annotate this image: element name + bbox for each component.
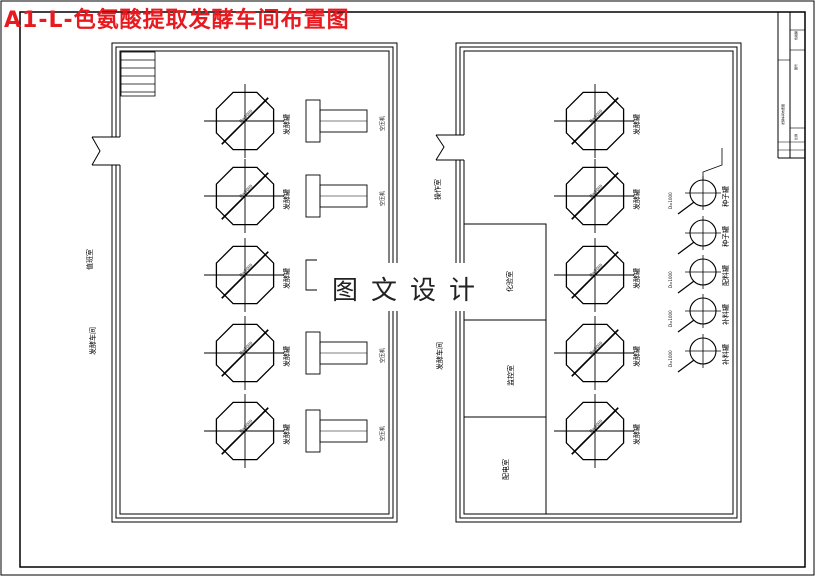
small-3-tank-leader: [677, 280, 695, 294]
left-2-compressor: 空压机: [305, 174, 386, 218]
small-2-tank-label: 种子罐: [721, 226, 730, 247]
side-room-lab: 化验室: [505, 271, 514, 292]
title-block-text-1: 色氨酸: [793, 31, 798, 40]
right-5-tank-diameter: [571, 407, 619, 455]
small-2-tank: 种子罐: [677, 216, 730, 255]
left-1-compressor-label: 空压机: [379, 116, 386, 131]
left-5-tank-diameter: [221, 407, 269, 455]
left-room-workshop: 发酵车间: [88, 327, 97, 355]
right-2-tank-octagon: [565, 166, 625, 226]
left-5-tank-label: 发酵罐: [282, 424, 291, 445]
left-4-tank-diameter: [221, 329, 269, 377]
left-1-tank-diameter: [221, 97, 269, 145]
left-4-tank-octagon: [215, 323, 275, 383]
right-1-tank-label: 发酵罐: [632, 114, 641, 135]
left-2-tank-diameter: [221, 172, 269, 220]
title-block-text-2: 发酵车间布置图: [780, 104, 785, 125]
left-4-compressor: 空压机: [305, 331, 386, 375]
small-5-tank-label: 补料罐: [721, 344, 730, 365]
right-4-tank-octagon: [565, 323, 625, 383]
right-4-tank-diameter: [571, 329, 619, 377]
small-4-tank: 补料罐 D=1000: [668, 294, 730, 333]
side-room-monitor: 监控室: [506, 365, 515, 386]
right-room-operation: 操作室: [433, 179, 442, 200]
watermark-text: 图文设计: [332, 276, 489, 306]
left-4-tank-label: 发酵罐: [282, 346, 291, 367]
left-2-compressor-label: 空压机: [379, 191, 386, 206]
small-5-tank: 补料罐 D=1000: [668, 334, 730, 373]
small-4-tank-dim: D=1000: [668, 310, 673, 327]
small-4-tank-leader: [677, 319, 695, 333]
right-hall-walls: [435, 42, 742, 523]
right-1-tank-diameter: [571, 97, 619, 145]
small-4-tank-label: 补料罐: [721, 304, 730, 325]
right-5-tank-label: 发酵罐: [632, 424, 641, 445]
right-3-tank-label: 发酵罐: [632, 268, 641, 289]
left-3-tank-octagon: [215, 245, 275, 305]
small-1-tank-leader: [677, 201, 695, 215]
left-4-compressor-label: 空压机: [379, 348, 386, 363]
right-2-tank-label: 发酵罐: [632, 189, 641, 210]
left-3-tank-label: 发酵罐: [282, 268, 291, 289]
left-1-compressor-body: [305, 99, 321, 143]
left-1-tank-octagon: [215, 91, 275, 151]
watermark-background: [321, 263, 493, 311]
small-3-tank-label: 配料罐: [721, 265, 730, 286]
left-5-compressor-body: [305, 409, 321, 453]
left-2-tank-label: 发酵罐: [282, 189, 291, 210]
right-2-tank-diameter: [571, 172, 619, 220]
left-5-compressor: 空压机: [305, 409, 386, 453]
small-5-tank-leader: [677, 359, 695, 373]
small-1-tank-label: 种子罐: [721, 186, 730, 207]
left-3-compressor-bracket: [305, 259, 317, 291]
title-block-text-3: 图号: [793, 64, 798, 70]
left-2-tank-octagon: [215, 166, 275, 226]
left-2-compressor-body: [305, 174, 321, 218]
right-4-tank-label: 发酵罐: [632, 346, 641, 367]
left-5-tank-octagon: [215, 401, 275, 461]
left-room-duty: 值班室: [85, 249, 94, 270]
side-room-power: 配电室: [501, 459, 510, 480]
small-2-tank-leader: [677, 241, 695, 255]
sheet-inner-border: [19, 11, 806, 568]
title-block: 色氨酸 发酵车间布置图 图号 比例: [777, 12, 805, 159]
right-3-tank-diameter: [571, 251, 619, 299]
right-1-tank-octagon: [565, 91, 625, 151]
drawing-title: A1-L-色氨酸提取发酵车间布置图: [4, 8, 350, 33]
right-5-tank-octagon: [565, 401, 625, 461]
small-3-tank: 配料罐 D=1000: [668, 255, 730, 294]
left-3-tank-diameter: [221, 251, 269, 299]
left-1-tank-label: 发酵罐: [282, 114, 291, 135]
small-1-tank: 种子罐 D=1000: [668, 176, 730, 215]
left-1-compressor: 空压机: [305, 99, 386, 143]
right-side-rooms: [464, 223, 547, 514]
stair-symbol: [120, 51, 156, 97]
title-block-text-4: 比例: [793, 134, 798, 140]
small-3-tank-dim: D=1000: [668, 271, 673, 288]
small-1-tank-top-leader: [702, 148, 723, 180]
right-room-workshop: 发酵车间: [435, 342, 444, 370]
small-1-tank-dim: D=1000: [668, 192, 673, 209]
small-5-tank-dim: D=1000: [668, 350, 673, 367]
left-4-compressor-body: [305, 331, 321, 375]
left-5-compressor-label: 空压机: [379, 426, 386, 441]
right-3-tank-octagon: [565, 245, 625, 305]
